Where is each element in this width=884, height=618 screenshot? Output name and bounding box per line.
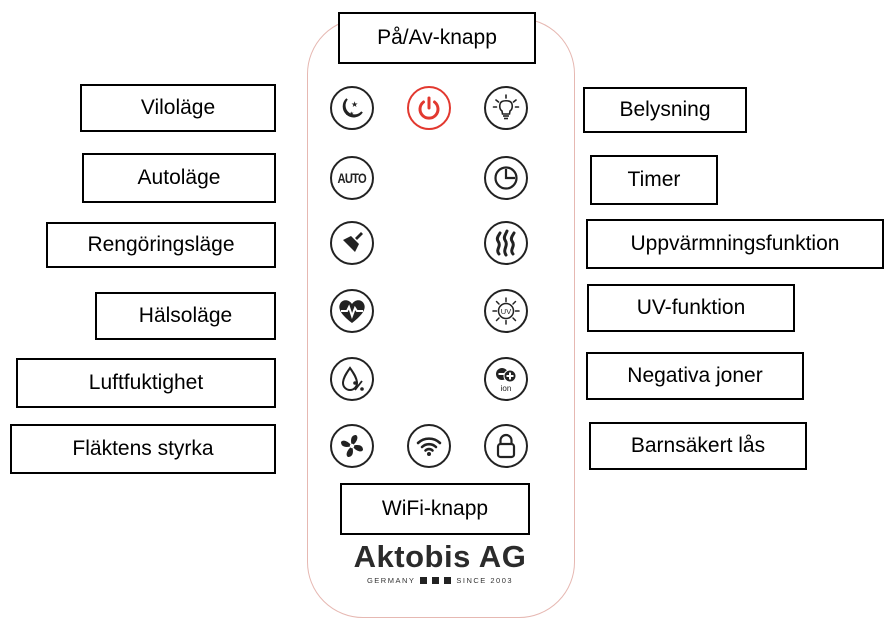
svg-text:★: ★	[351, 100, 358, 109]
humidity-button[interactable]	[330, 357, 374, 401]
power-icon	[418, 96, 440, 120]
brand-since: SINCE 2003	[456, 576, 514, 585]
light-button[interactable]	[484, 86, 528, 130]
fan-speed-button[interactable]	[330, 424, 374, 468]
label-uv: UV-funktion	[587, 284, 795, 332]
timer-icon	[494, 166, 518, 190]
wifi-button[interactable]	[407, 424, 451, 468]
label-sleep: Viloläge	[80, 84, 276, 132]
label-auto: Autoläge	[82, 153, 276, 203]
auto-mode-button[interactable]: AUTO	[330, 156, 374, 200]
lock-icon	[496, 433, 516, 459]
label-humidity: Luftfuktighet	[16, 358, 276, 408]
ion-text: ion	[501, 384, 512, 393]
label-timer: Timer	[590, 155, 718, 205]
uv-sun-icon: UV	[492, 297, 520, 325]
heart-pulse-icon	[339, 300, 365, 323]
brush-icon	[343, 232, 363, 252]
power-button[interactable]	[407, 86, 451, 130]
label-light: Belysning	[583, 87, 747, 133]
negative-ion-icon: ion	[496, 368, 517, 393]
sleep-mode-button[interactable]: ★ ★★	[330, 86, 374, 130]
light-bulb-icon	[492, 94, 520, 120]
label-heating: Uppvärmningsfunktion	[586, 219, 884, 269]
uv-text: UV	[501, 307, 511, 316]
label-power: På/Av-knapp	[338, 12, 536, 64]
water-drop-percent-icon	[341, 366, 364, 391]
brand-name: Aktobis AG	[353, 539, 527, 574]
label-fan: Fläktens styrka	[10, 424, 276, 474]
square-icon	[444, 577, 452, 584]
square-icon	[432, 577, 440, 584]
brand-logo: Aktobis AG GERMANY SINCE 2003	[330, 539, 550, 586]
square-icon	[420, 577, 428, 584]
child-lock-button[interactable]	[484, 424, 528, 468]
clean-mode-button[interactable]	[330, 221, 374, 265]
svg-text:★★: ★★	[345, 111, 354, 117]
auto-icon: AUTO	[337, 170, 367, 186]
health-mode-button[interactable]	[330, 289, 374, 333]
timer-button[interactable]	[484, 156, 528, 200]
moon-stars-icon: ★ ★★	[342, 98, 363, 118]
label-ion: Negativa joner	[586, 352, 804, 400]
label-lock: Barnsäkert lås	[589, 422, 807, 470]
label-clean: Rengöringsläge	[46, 222, 276, 268]
uv-button[interactable]: UV	[484, 289, 528, 333]
wifi-icon	[416, 437, 442, 456]
heat-waves-icon	[495, 229, 516, 257]
brand-country: GERMANY	[366, 576, 416, 585]
fan-icon	[341, 435, 363, 457]
brand-tagline: GERMANY SINCE 2003	[330, 576, 550, 585]
label-health: Hälsoläge	[95, 292, 276, 340]
ion-button[interactable]: ion	[484, 357, 528, 401]
label-wifi: WiFi-knapp	[340, 483, 530, 535]
heating-button[interactable]	[484, 221, 528, 265]
